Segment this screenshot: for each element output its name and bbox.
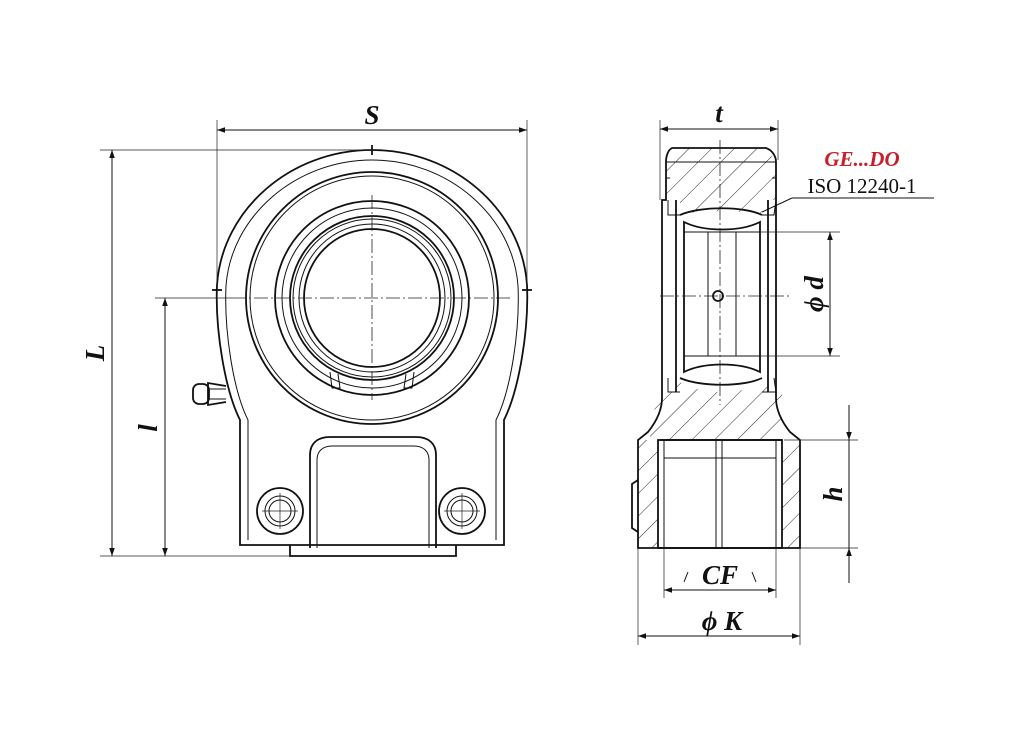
grease-nipple-icon [192, 381, 227, 407]
section-hatch-left [660, 380, 722, 440]
bearing-ring-notch-top [667, 199, 777, 216]
dim-L-label: L [80, 345, 110, 363]
dim-S-label: S [364, 100, 379, 130]
section-hatch-mid-left [650, 392, 660, 440]
dim-l-label: l [133, 424, 163, 432]
inner-ring-section [683, 220, 761, 374]
screw-hole-right [438, 487, 486, 535]
standard-label: ISO 12240-1 [807, 174, 916, 198]
base-block [309, 436, 437, 548]
section-hatch-neck-right [782, 440, 800, 548]
bearing-ring-section [675, 200, 769, 392]
section-hatch-right [722, 380, 782, 440]
retaining-clip-right [403, 371, 415, 389]
dim-CF-label: CF [702, 560, 738, 590]
retaining-clip-left [329, 371, 341, 389]
section-view: t ϕ d h CF ϕ K GE...DO ISO 12240-1 [631, 98, 934, 645]
bottom-flange [289, 545, 457, 557]
dim-K-label: ϕ K [702, 606, 744, 636]
screw-hole-left [256, 487, 304, 535]
dim-CF-thread-marks [683, 571, 757, 583]
dim-t-label: t [715, 98, 724, 128]
dim-d-label: ϕ d [799, 276, 829, 312]
base-block-inner [316, 445, 430, 548]
section-hatch-top [666, 148, 776, 215]
bearing-type-label: GE...DO [824, 147, 899, 171]
bearing-ring-notch-bottom [667, 377, 777, 393]
dim-h-label: h [818, 486, 848, 501]
front-view: S L l [80, 100, 532, 557]
section-hatch-neck [638, 440, 658, 548]
thread-bore [657, 439, 783, 549]
housing-outline [215, 149, 529, 546]
neck-side-flat [631, 479, 639, 533]
bearing-leader-line [761, 197, 793, 213]
housing-chamfer [225, 159, 519, 540]
